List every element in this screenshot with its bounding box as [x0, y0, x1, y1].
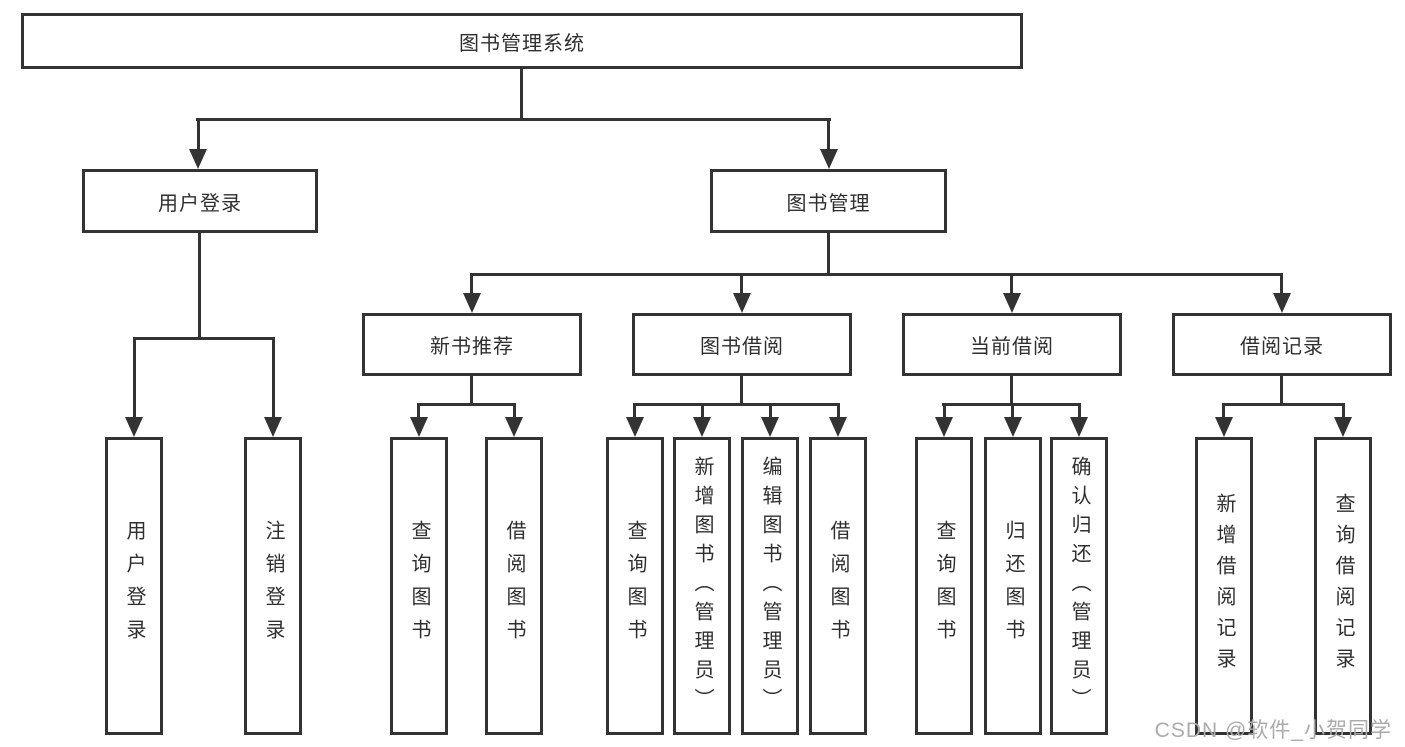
connector-line: [633, 403, 840, 406]
leaf-borrow-books-borrowing: 借阅图书: [809, 437, 867, 735]
connector-line: [827, 118, 830, 151]
leaf-query-books-current-label: 查询图书: [933, 520, 955, 652]
leaf-query-borrow-record-label: 查询借阅记录: [1332, 493, 1354, 679]
leaf-query-books-recommend-label: 查询图书: [408, 520, 430, 652]
leaf-borrow-books-borrowing-label: 借阅图书: [827, 520, 849, 652]
connector-line: [1280, 375, 1283, 406]
connector-line: [943, 403, 946, 419]
leaf-edit-books-admin-label: 编辑图书（管理员）: [759, 455, 781, 717]
connector-line: [1222, 403, 1225, 419]
connector-line: [418, 403, 516, 406]
leaf-user-login: 用户登录: [105, 437, 163, 735]
arrow-head-icon: [1070, 417, 1088, 437]
leaf-confirm-return-admin-label: 确认归还（管理员）: [1068, 455, 1090, 717]
leaf-borrow-books-recommend: 借阅图书: [485, 437, 543, 735]
connector-line: [1010, 273, 1013, 297]
leaf-add-borrow-record: 新增借阅记录: [1195, 437, 1253, 735]
leaf-query-books-borrowing-label: 查询图书: [624, 520, 646, 652]
connector-line: [740, 273, 743, 297]
connector-line: [701, 403, 704, 419]
connector-line: [513, 403, 516, 419]
csdn-watermark: CSDN @软件_小贺同学: [1154, 719, 1392, 742]
connector-line: [633, 403, 636, 419]
connector-line: [197, 118, 200, 151]
connector-line: [740, 375, 743, 406]
leaf-query-books-recommend: 查询图书: [390, 437, 448, 735]
connector-line: [1010, 375, 1013, 406]
leaf-return-books-label: 归还图书: [1002, 520, 1024, 652]
connector-line: [133, 337, 136, 421]
leaf-confirm-return-admin: 确认归还（管理员）: [1050, 437, 1108, 735]
leaf-borrow-books-recommend-label: 借阅图书: [503, 520, 525, 652]
connector-line: [1011, 403, 1014, 419]
connector-line: [133, 337, 275, 340]
node-book-borrowing-label: 图书借阅: [700, 336, 784, 358]
leaf-add-books-admin: 新增图书（管理员）: [673, 437, 731, 735]
connector-line: [827, 233, 830, 275]
connector-line: [520, 69, 523, 120]
arrow-head-icon: [1215, 417, 1233, 437]
connector-line: [1078, 403, 1081, 419]
arrow-head-icon: [125, 417, 143, 437]
arrow-head-icon: [264, 417, 282, 437]
arrow-head-icon: [1004, 417, 1022, 437]
node-borrowing-records: 借阅记录: [1172, 313, 1392, 376]
connector-line: [470, 273, 473, 297]
connector-line: [470, 375, 473, 406]
arrow-head-icon: [189, 149, 207, 169]
connector-line: [1222, 403, 1345, 406]
connector-line: [1280, 273, 1283, 297]
leaf-logout-label: 注销登录: [262, 520, 284, 652]
connector-line: [1342, 403, 1345, 419]
node-book-management-label: 图书管理: [786, 192, 871, 215]
connector-line: [470, 273, 1283, 276]
leaf-user-login-label: 用户登录: [123, 520, 145, 652]
node-user-login: 用户登录: [82, 169, 318, 233]
leaf-query-borrow-record: 查询借阅记录: [1314, 437, 1372, 735]
arrow-head-icon: [761, 417, 779, 437]
arrow-head-icon: [505, 417, 523, 437]
node-current-borrowing-label: 当前借阅: [970, 336, 1054, 358]
arrow-head-icon: [1273, 293, 1291, 313]
connector-line: [198, 233, 201, 339]
arrow-head-icon: [829, 417, 847, 437]
arrow-head-icon: [733, 293, 751, 313]
connector-line: [837, 403, 840, 419]
node-book-management: 图书管理: [710, 169, 947, 233]
node-new-book-recommend: 新书推荐: [362, 313, 582, 376]
connector-line: [769, 403, 772, 419]
connector-line: [196, 118, 831, 121]
connector-line: [417, 403, 420, 419]
arrow-head-icon: [820, 149, 838, 169]
arrow-head-icon: [463, 293, 481, 313]
node-current-borrowing: 当前借阅: [902, 313, 1122, 376]
arrow-head-icon: [693, 417, 711, 437]
node-borrowing-records-label: 借阅记录: [1240, 336, 1324, 358]
connector-line: [272, 337, 275, 421]
node-user-login-label: 用户登录: [158, 192, 242, 215]
arrow-head-icon: [1334, 417, 1352, 437]
node-root: 图书管理系统: [21, 13, 1023, 69]
leaf-logout: 注销登录: [244, 437, 302, 735]
leaf-return-books: 归还图书: [984, 437, 1042, 735]
arrow-head-icon: [935, 417, 953, 437]
leaf-edit-books-admin: 编辑图书（管理员）: [741, 437, 799, 735]
node-new-book-recommend-label: 新书推荐: [430, 336, 514, 358]
arrow-head-icon: [1003, 293, 1021, 313]
arrow-head-icon: [626, 417, 644, 437]
node-root-label: 图书管理系统: [459, 32, 585, 55]
arrow-head-icon: [410, 417, 428, 437]
leaf-query-books-borrowing: 查询图书: [606, 437, 664, 735]
leaf-add-books-admin-label: 新增图书（管理员）: [691, 455, 713, 717]
leaf-add-borrow-record-label: 新增借阅记录: [1213, 493, 1235, 679]
leaf-query-books-current: 查询图书: [915, 437, 973, 735]
node-book-borrowing: 图书借阅: [632, 313, 852, 376]
